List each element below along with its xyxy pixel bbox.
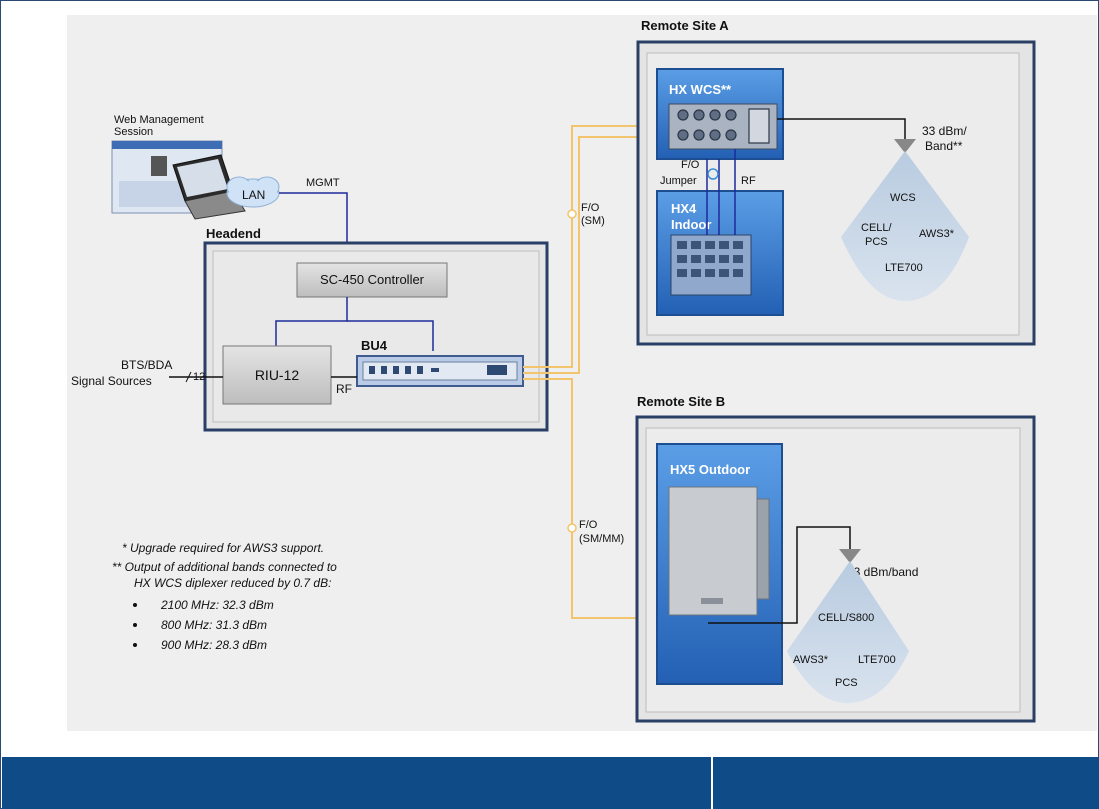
remote-site-b: Remote Site B HX5 Outdoor 33 dBm/band CE… [635,394,1036,723]
hx4-ports [677,241,743,277]
site-a-lte-label: LTE700 [885,262,923,274]
site-a-antenna-feed [777,118,906,141]
hx5-enclosure-side [756,498,770,600]
footer-right-cell [713,757,1099,809]
site-b-cell-label: CELL/S800 [818,612,874,624]
note-bullet-3: 900 MHz: 28.3 dBm [161,638,267,652]
hx4-label-1: HX4 [671,201,697,216]
site-b-lte-label: LTE700 [858,654,896,666]
fiber-a-label-1: F/O [581,202,600,214]
controller-to-riu-line [275,297,348,346]
fiber-b-label-2: (SM/MM) [579,533,624,545]
jumper-label-2: Jumper [660,175,697,187]
fiber-a-marker-icon [567,209,577,219]
footnotes: * Upgrade required for AWS3 support. ** … [112,541,337,652]
site-b-title: Remote Site B [637,394,725,409]
lan-label: LAN [242,188,265,202]
web-session-title: Web Management [114,114,204,126]
note-bullet-1: 2100 MHz: 32.3 dBm [160,598,274,612]
sc450-controller-box [296,262,448,298]
mgmt-link-line [279,192,348,263]
footer-left-cell [2,757,711,809]
web-screen-content [151,156,167,176]
hx5-enclosure [668,486,758,616]
site-a-power-2: Band** [925,139,963,153]
site-b-pcs-label: PCS [835,677,858,689]
laptop-screen [177,159,228,197]
site-a-aws3-label: AWS3* [919,228,955,240]
signal-sources-label: Signal Sources [71,374,152,388]
site-a-antenna-icon [894,139,916,153]
jumper-coil-icon [707,168,719,180]
footer-bar [2,757,1099,809]
mgmt-label: MGMT [306,177,340,189]
bullet-dot [133,623,137,627]
note-aws3: * Upgrade required for AWS3 support. [122,541,324,555]
controller-to-bu4-line [347,320,434,351]
bu4-faceplate [362,361,518,381]
site-b-power: 33 dBm/band [847,565,918,579]
web-session-subtitle: Session [114,126,153,138]
fiber-b-label-1: F/O [579,519,598,531]
hx5-label: HX5 Outdoor [670,462,750,477]
hx-wcs-label: HX WCS** [669,82,732,97]
site-b-antenna-feed [708,526,851,624]
site-a-title: Remote Site A [641,18,729,33]
hx5-connector [701,598,723,604]
system-diagram: Web Management Session LAN MGMT Headen [71,18,1036,723]
headend-rf-label: RF [336,382,352,396]
riu-12-box [222,345,332,405]
headend-title: Headend [206,226,261,241]
web-screen-titlebar [112,141,222,149]
note-output-1: ** Output of additional bands connected … [112,560,337,574]
sc450-controller-label: SC-450 Controller [320,272,425,287]
site-a-power-1: 33 dBm/ [922,124,967,138]
site-a-wcs-label: WCS [890,192,916,204]
bts-bus-slash [185,371,192,383]
remote-site-a: Remote Site A HX WCS** HX4 Indoor [636,18,1036,346]
fiber-link-site-a-2 [523,136,647,374]
fiber-b-marker-icon [567,523,577,533]
site-a-cell-label-2: PCS [865,236,888,248]
web-management-session: Web Management Session LAN [111,114,280,220]
hx4-label-2: Indoor [671,217,711,232]
site-b-aws3-label: AWS3* [793,654,829,666]
site-a-cell-label-1: CELL/ [861,222,893,234]
footer-divider [711,757,713,809]
site-b-antenna-icon [839,549,861,563]
bullet-dot [133,603,137,607]
fiber-a-label-2: (SM) [581,215,605,227]
lan-cloud-icon [226,176,280,208]
bu4-ports [369,365,507,375]
fiber-link-site-a [523,125,647,368]
site-a-rf-label: RF [741,175,756,187]
note-output-2: HX WCS diplexer reduced by 0.7 dB: [134,576,331,590]
jumper-label-1: F/O [681,159,700,171]
note-bullet-2: 800 MHz: 31.3 dBm [161,618,267,632]
headend-block: Headend SC-450 Controller RIU-12 BU4 RF … [71,226,549,432]
site-b-coverage-cone [787,561,909,703]
site-a-coverage-cone [841,151,969,301]
bu4-label: BU4 [361,338,388,353]
bts-count: 12 [193,371,205,383]
riu-12-label: RIU-12 [255,367,300,383]
bullet-dot [133,643,137,647]
hx-wcs-ports [677,108,770,144]
bts-bda-label: BTS/BDA [121,358,172,372]
